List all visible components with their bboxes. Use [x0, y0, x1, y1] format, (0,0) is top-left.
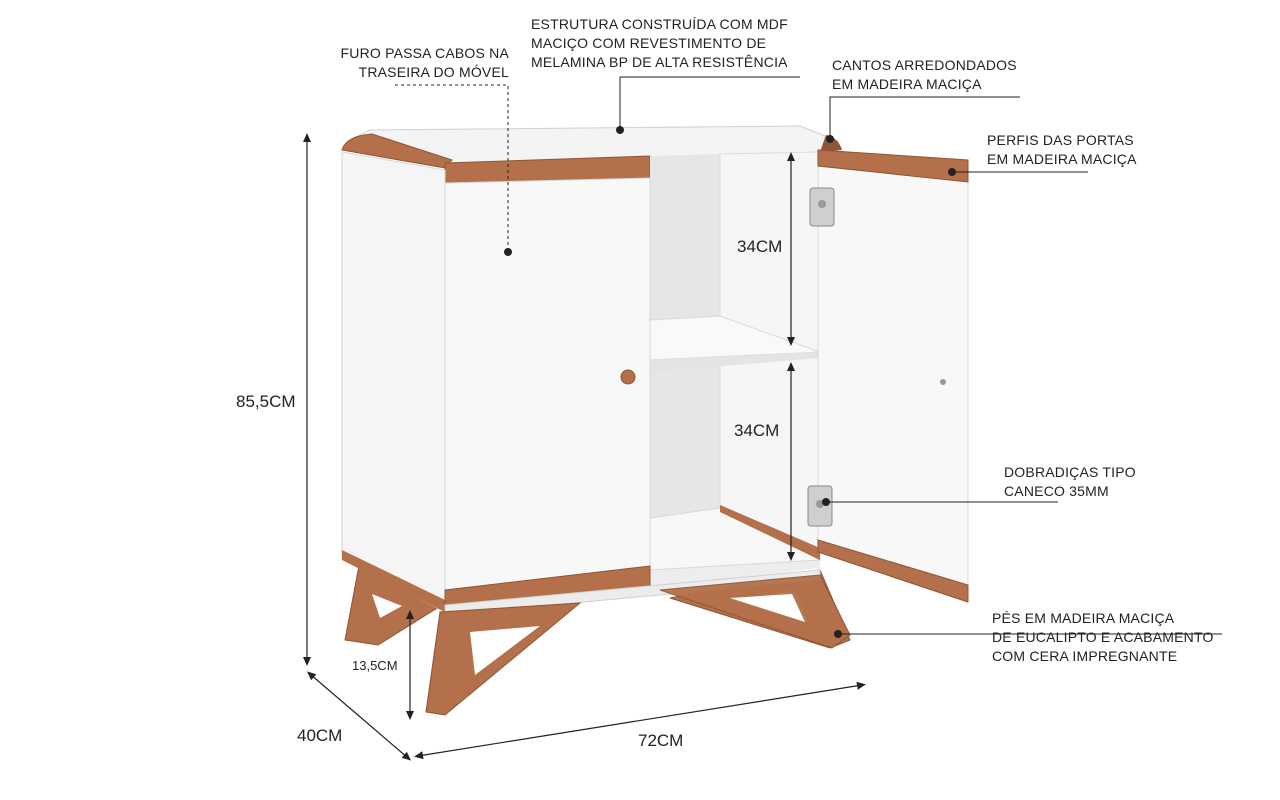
width-label: 72CM [638, 731, 684, 750]
feet-annotation: PÉS EM MADEIRA MACIÇA DE EUCALIPTO E ACA… [992, 609, 1214, 666]
feet-line-1: PÉS EM MADEIRA MACIÇA [992, 610, 1175, 626]
hinge-lower [807, 485, 833, 527]
hinges-line-1: DOBRADIÇAS TIPO [1004, 464, 1136, 480]
rounded-corners-annotation: CANTOS ARREDONDADOS EM MADEIRA MACIÇA [832, 56, 1017, 94]
front-left-leg [425, 602, 582, 716]
door-knob [620, 369, 636, 385]
dimension-arrows [303, 133, 866, 761]
cable-hole-line-2: TRASEIRA DO MÓVEL [358, 64, 509, 80]
depth-label: 40CM [297, 726, 343, 745]
rounded-corners-line-1: CANTOS ARREDONDADOS [832, 57, 1017, 73]
leader-lines [395, 76, 1222, 635]
structure-annotation: ESTRUTURA CONSTRUÍDA COM MDF MACIÇO COM … [531, 15, 788, 72]
rounded-corners-line-2: EM MADEIRA MACIÇA [832, 76, 982, 92]
door-profiles-annotation: PERFIS DAS PORTAS EM MADEIRA MACIÇA [987, 131, 1137, 169]
cabinet-interior [649, 151, 822, 588]
structure-line-2: MACIÇO COM REVESTIMENTO DE [531, 35, 767, 51]
depth-arrow [306, 671, 412, 761]
width-arrow [414, 681, 866, 760]
left-side-panel [341, 151, 446, 613]
structure-line-1: ESTRUTURA CONSTRUÍDA COM MDF [531, 16, 788, 32]
cable-hole-annotation: FURO PASSA CABOS NA TRASEIRA DO MÓVEL [341, 44, 509, 82]
hinges-annotation: DOBRADIÇAS TIPO CANECO 35MM [1004, 463, 1136, 501]
front-right-leg [659, 574, 851, 649]
left-door [444, 177, 651, 613]
height-label: 85,5CM [236, 392, 296, 411]
door-profiles-line-2: EM MADEIRA MACIÇA [987, 151, 1137, 167]
structure-leader [619, 76, 800, 130]
shelf-upper-label: 34CM [737, 237, 783, 256]
hinge-upper [809, 187, 835, 227]
structure-line-3: MELAMINA BP DE ALTA RESISTÊNCIA [531, 54, 788, 70]
door-profiles-line-1: PERFIS DAS PORTAS [987, 132, 1134, 148]
cable-hole-leader [395, 84, 509, 252]
left-side-base-trim [342, 550, 445, 612]
hinges-line-2: CANECO 35MM [1004, 483, 1109, 499]
leader-dots [504, 126, 956, 638]
leg-height-label: 13,5CM [352, 658, 398, 673]
shelf-lower-label: 34CM [734, 421, 780, 440]
corners-leader [829, 96, 1020, 138]
right-door [817, 149, 969, 603]
feet-line-2: DE EUCALIPTO E ACABAMENTO [992, 629, 1214, 645]
cable-hole-line-1: FURO PASSA CABOS NA [340, 45, 509, 61]
feet-line-3: COM CERA IMPREGNANTE [992, 648, 1178, 664]
